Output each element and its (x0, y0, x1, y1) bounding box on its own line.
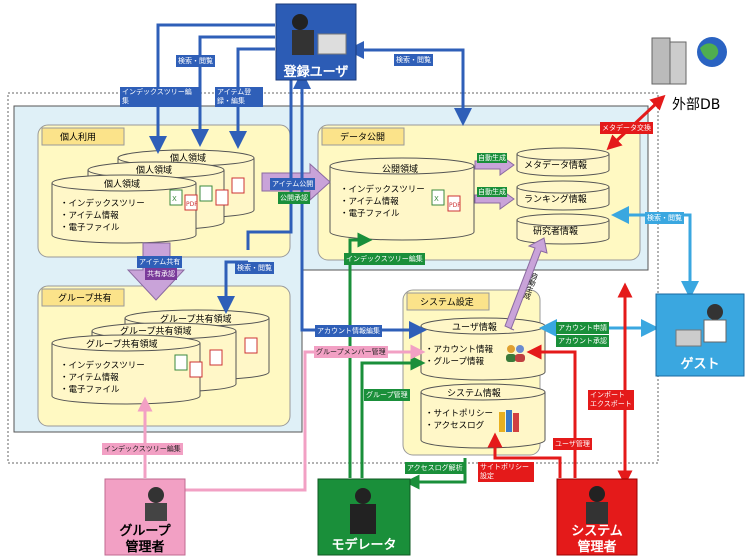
ranking-cylinder (516, 180, 610, 211)
external-db-icon (651, 37, 727, 85)
external-db-label: 外部DB (672, 97, 721, 113)
registered-user-label: 登録ユーザ (283, 65, 349, 80)
user-info-title: ユーザ情報 (452, 323, 497, 333)
public-item-1: ・インデックスツリー (340, 185, 425, 195)
search-browse-tag-3: 検索・閲覧 (235, 262, 274, 274)
personal-area-label-2: 個人領域 (136, 166, 173, 176)
user-items: ・アカウント情報 ・グループ情報 (425, 344, 493, 368)
file-icons: X PDF X PDF (169, 177, 461, 378)
svg-text:PDF: PDF (186, 201, 198, 208)
import-export-tag: インポート エクスポート (588, 390, 634, 410)
guest-actor[interactable] (655, 293, 745, 377)
group-admin-actor[interactable] (104, 478, 186, 556)
group-item-2: ・アイテム情報 (60, 373, 119, 383)
personal-area-label-3: 個人領域 (170, 154, 207, 164)
item-reg-edit-tag: アイテム登録・編集 (215, 87, 263, 107)
index-tree-edit-tag-green: インデックスツリー編集 (344, 253, 425, 265)
item-share-tag: アイテム共有 (137, 256, 183, 268)
svg-text:X: X (434, 195, 439, 203)
system-admin-actor[interactable] (556, 478, 638, 556)
group-title: グループ共有 (58, 294, 112, 304)
group-items: ・インデックスツリー ・アイテム情報 ・電子ファイル (60, 360, 145, 396)
system-items: ・サイトポリシー ・アクセスログ (425, 408, 493, 432)
svg-text:PDF: PDF (449, 202, 461, 209)
group-admin-label-1: グループ (119, 524, 171, 539)
search-browse-tag-1: 検索・閲覧 (176, 55, 215, 67)
access-log-analysis-tag: アクセスログ解析 (405, 462, 465, 474)
import-label: インポート (590, 391, 625, 399)
users-icon (506, 345, 525, 362)
share-approve-tag: 共有承認 (145, 268, 177, 280)
group-item-3: ・電子ファイル (60, 385, 120, 395)
researcher-info: 研究者情報 (533, 227, 579, 237)
user-item-2: ・グループ情報 (425, 357, 484, 367)
group-area-label-2: グループ共有領域 (120, 327, 192, 337)
group-admin-label-2: 管理者 (125, 540, 165, 555)
public-items: ・インデックスツリー ・アイテム情報 ・電子ファイル (340, 184, 425, 220)
system-info-cylinder (420, 383, 546, 449)
personal-items: ・インデックスツリー ・アイテム情報 ・電子ファイル (60, 198, 145, 234)
personal-area-label-1: 個人領域 (104, 180, 141, 190)
ranking-info: ランキング情報 (524, 195, 587, 205)
public-title: データ公開 (340, 133, 386, 143)
moderator-label: モデレータ (331, 538, 397, 553)
user-item-1: ・アカウント情報 (425, 345, 494, 355)
group-area-label-1: グループ共有領域 (86, 340, 158, 350)
public-area-label: 公開領域 (382, 165, 419, 175)
auto-gen-arrow-3 (504, 237, 548, 331)
personal-title: 個人利用 (60, 133, 97, 143)
personal-item-1: ・インデックスツリー (60, 199, 145, 209)
auto-gen-label-1: 自動生成 (477, 153, 507, 163)
system-admin-label-1: システム (571, 524, 623, 539)
personal-item-2: ・アイテム情報 (60, 211, 119, 221)
metadata-cylinder (516, 147, 610, 177)
group-item-1: ・インデックスツリー (60, 361, 145, 371)
researcher-cylinder (516, 213, 610, 245)
personal-item-3: ・電子ファイル (60, 223, 120, 233)
system-admin-label-2: 管理者 (577, 540, 617, 555)
search-browse-tag-2: 検索・閲覧 (394, 54, 433, 66)
auto-gen-vertical: 自動生成 (522, 271, 540, 301)
group-area-label-3: グループ共有領域 (160, 315, 232, 325)
public-item-2: ・アイテム情報 (340, 197, 399, 207)
auto-gen-label-2: 自動生成 (477, 187, 507, 197)
system-item-2: ・アクセスログ (425, 421, 485, 431)
group-title-tab (41, 288, 125, 307)
system-title: システム設定 (420, 298, 474, 308)
export-label: エクスポート (590, 400, 632, 408)
metadata-info: メタデータ情報 (524, 161, 588, 171)
system-item-1: ・サイトポリシー (425, 409, 494, 419)
books-icon (499, 410, 519, 432)
system-info-title: システム情報 (447, 389, 501, 399)
public-approve-tag: 公開承認 (278, 192, 310, 204)
public-item-3: ・電子ファイル (340, 209, 400, 219)
item-public-tag: アイテム公開 (270, 178, 316, 190)
user-mgmt-tag: ユーザ管理 (553, 438, 592, 450)
moderator-arrows (348, 232, 467, 490)
group-mgmt-tag: グループ管理 (364, 389, 410, 401)
group-member-mgmt-tag: グループメンバー管理 (314, 346, 388, 358)
account-approve-tag: アカウント承認 (556, 335, 609, 347)
index-tree-edit-tag: インデックスツリー編集 (120, 87, 200, 107)
account-info-edit-tag: アカウント情報編集 (315, 325, 382, 337)
group-storage (51, 309, 270, 405)
search-browse-tag-guest: 検索・閲覧 (645, 212, 684, 224)
registered-user-actor[interactable] (275, 3, 357, 81)
site-policy-setting-tag: サイトポリシー設定 (478, 462, 534, 482)
index-tree-edit-tag-pink: インデックスツリー編集 (102, 443, 183, 455)
personal-title-tab (41, 127, 125, 146)
metadata-exchange-tag: メタデータ交換 (600, 122, 653, 134)
account-request-tag: アカウント申請 (556, 322, 609, 334)
guest-label: ゲスト (680, 357, 720, 372)
svg-text:X: X (172, 195, 177, 203)
moderator-actor[interactable] (317, 478, 411, 556)
